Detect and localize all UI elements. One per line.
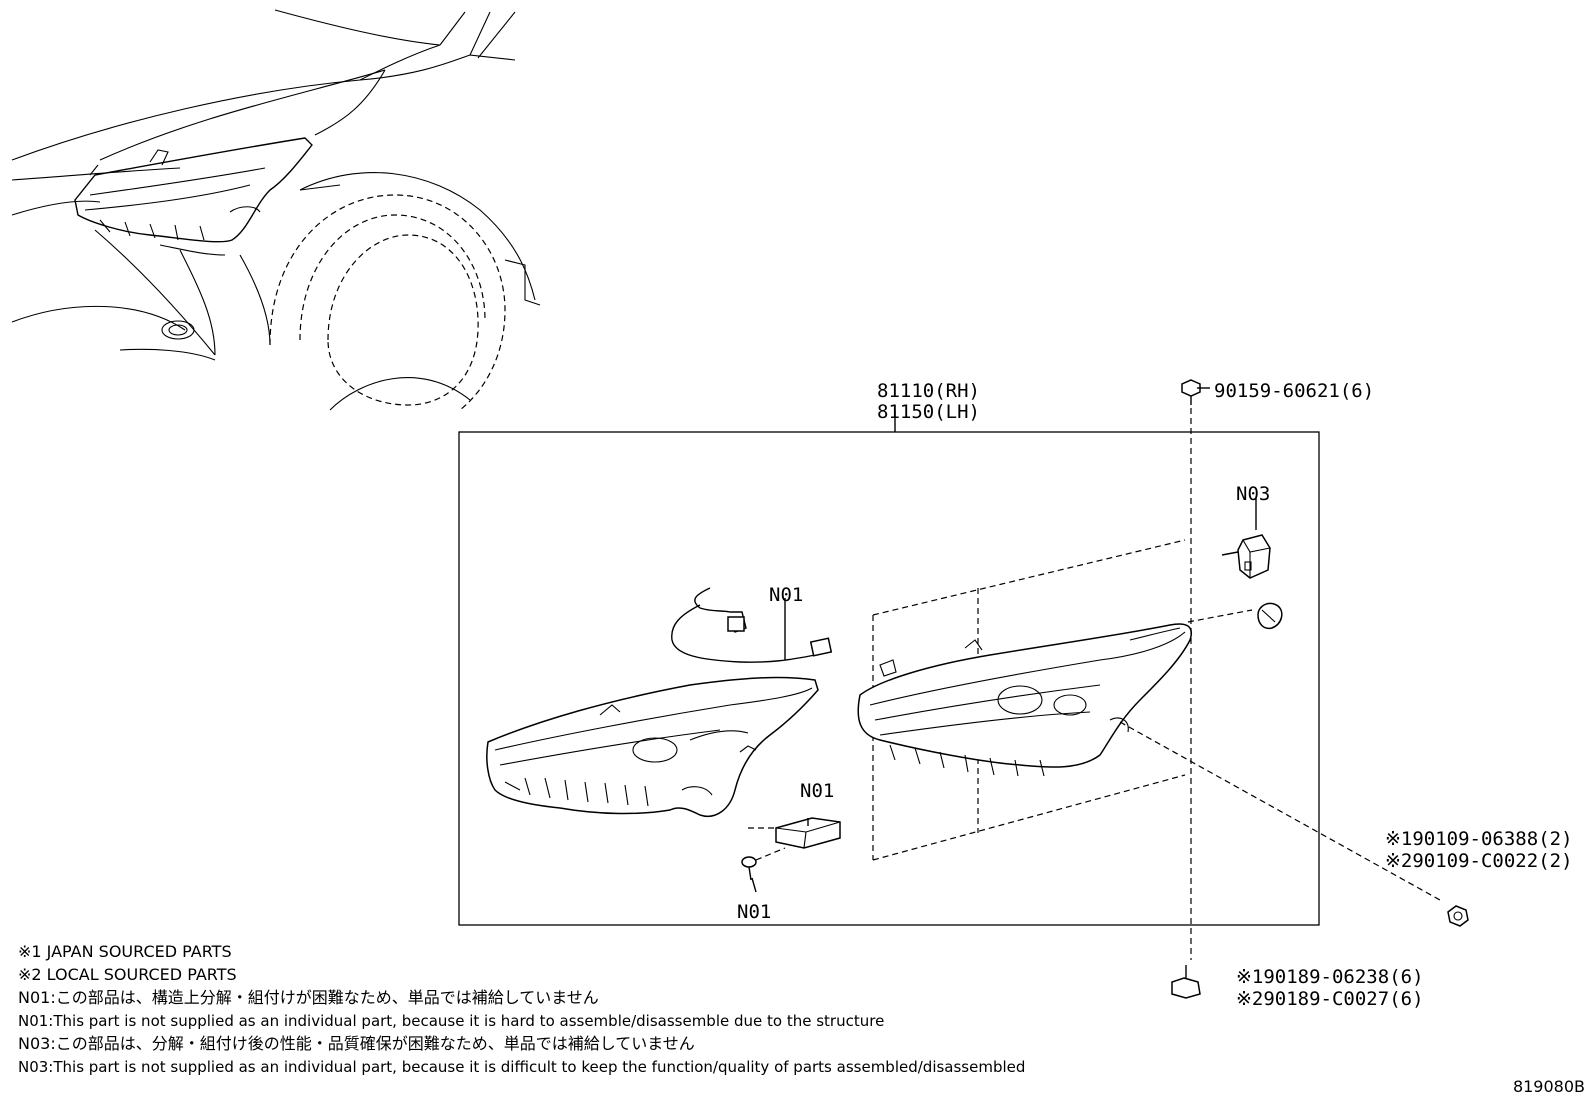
- n03-label: N03: [1236, 483, 1270, 505]
- note-n01-english: N01:This part is not supplied as an indi…: [18, 1012, 884, 1030]
- leveling-actuator-part: [1221, 534, 1271, 579]
- assembly-rh-label: 81110(RH): [877, 380, 980, 402]
- n01-module-label: N01: [800, 780, 834, 802]
- wire-harness-part: [671, 587, 833, 663]
- screw-top-label: 90159-60621(6): [1214, 380, 1374, 402]
- bolt-right-label-1: ※190109-06388(2): [1385, 828, 1573, 850]
- bolt-bottom-label-2: ※290189-C0027(6): [1236, 988, 1424, 1010]
- n01-harness-label: N01: [769, 584, 803, 606]
- headlamp-assembly-rear-view: [857, 539, 1441, 901]
- note-local-sourced: ※2 LOCAL SOURCED PARTS: [18, 965, 237, 984]
- assembly-lh-label: 81150(LH): [877, 401, 980, 423]
- note-n03-english: N03:This part is not supplied as an indi…: [18, 1058, 1025, 1076]
- n01-screw-label: N01: [737, 901, 771, 923]
- nut-part-bottom: [1171, 965, 1201, 999]
- screw-part-n01: [741, 847, 786, 881]
- vehicle-outline-illustration: [11, 9, 541, 411]
- note-n01-japanese: N01:この部品は、構造上分解・組付けが困難なため、単品では補給していません: [18, 988, 599, 1007]
- control-module-part: [748, 817, 841, 849]
- headlamp-assembly-front-view: [486, 676, 819, 817]
- bolt-part-right: [1447, 905, 1469, 927]
- screw-part-top: [1181, 379, 1201, 960]
- note-n03-japanese: N03:この部品は、分解・組付け後の性能・品質確保が困難なため、単品では補給して…: [18, 1034, 695, 1053]
- note-japan-sourced: ※1 JAPAN SOURCED PARTS: [18, 942, 232, 961]
- bulb-socket-part: [1257, 602, 1283, 630]
- assembly-frame: [458, 431, 1320, 926]
- bolt-bottom-label-1: ※190189-06238(6): [1236, 966, 1424, 988]
- bolt-right-label-2: ※290109-C0022(2): [1385, 850, 1573, 872]
- diagram-id: 819080B: [1513, 1077, 1585, 1096]
